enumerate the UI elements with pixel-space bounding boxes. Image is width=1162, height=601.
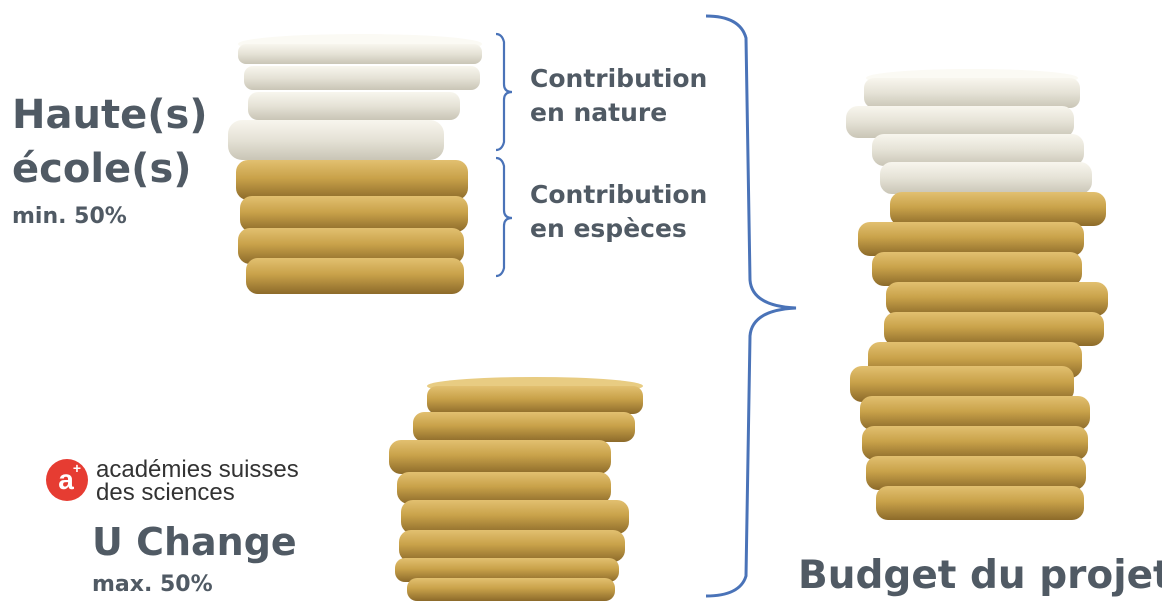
gold-coin: [890, 192, 1106, 226]
gold-coin: [427, 377, 643, 414]
haute-ecole-title-line1: Haute(s): [12, 92, 208, 138]
gold-coin: [862, 426, 1088, 460]
gold-coin: [397, 472, 611, 504]
academies-logo-icon: a +: [46, 459, 88, 501]
silver-coin: [846, 106, 1074, 138]
silver-coin: [238, 34, 482, 64]
coin-stack-u-change: [389, 377, 643, 601]
gold-coin: [413, 412, 635, 442]
contribution-especes-label: Contribution en espèces: [530, 178, 707, 246]
silver-coin: [864, 69, 1080, 108]
gold-coin: [886, 282, 1108, 316]
gold-coin: [399, 530, 625, 562]
svg-text:a: a: [58, 464, 74, 495]
silver-coin: [228, 120, 444, 160]
haute-ecole-title-line2: école(s): [12, 146, 192, 192]
contribution-especes-line2: en espèces: [530, 214, 687, 243]
silver-coin: [872, 134, 1084, 166]
u-change-title: U Change: [92, 520, 297, 564]
contribution-nature-label: Contribution en nature: [530, 62, 707, 130]
gold-coin: [389, 440, 611, 474]
contribution-nature-line2: en nature: [530, 98, 668, 127]
silver-coin: [244, 66, 480, 90]
gold-coin: [395, 558, 619, 582]
gold-coin: [866, 456, 1086, 490]
silver-coin: [248, 92, 460, 120]
gold-coin: [238, 228, 464, 264]
svg-text:+: +: [73, 460, 81, 476]
bracket-contribution-especes: [495, 156, 513, 278]
gold-coin: [401, 500, 629, 534]
gold-coin: [407, 578, 615, 601]
contribution-nature-line1: Contribution: [530, 64, 708, 93]
bracket-budget: [705, 14, 797, 598]
u-change-share: max. 50%: [92, 572, 213, 597]
budget-du-projet-label: Budget du projet: [798, 553, 1162, 598]
academies-name-line2: des sciences: [96, 479, 235, 506]
coin-stack-haute-ecole: [228, 34, 482, 294]
gold-coin: [884, 312, 1104, 346]
gold-coin: [240, 196, 468, 232]
coin-stack-budget: [846, 69, 1108, 520]
academies-name: académies suisses des sciences: [96, 456, 299, 506]
gold-coin: [876, 486, 1084, 520]
academies-logo: a +: [44, 457, 90, 503]
bracket-contribution-nature: [495, 32, 513, 152]
gold-coin: [850, 366, 1074, 402]
silver-coin: [880, 162, 1092, 194]
gold-coin: [246, 258, 464, 294]
gold-coin: [872, 252, 1082, 286]
academies-name-line1: académies suisses: [96, 456, 299, 483]
gold-coin: [236, 160, 468, 200]
contribution-especes-line1: Contribution: [530, 180, 708, 209]
gold-coin: [860, 396, 1090, 430]
gold-coin: [858, 222, 1084, 256]
haute-ecole-share: min. 50%: [12, 204, 127, 229]
